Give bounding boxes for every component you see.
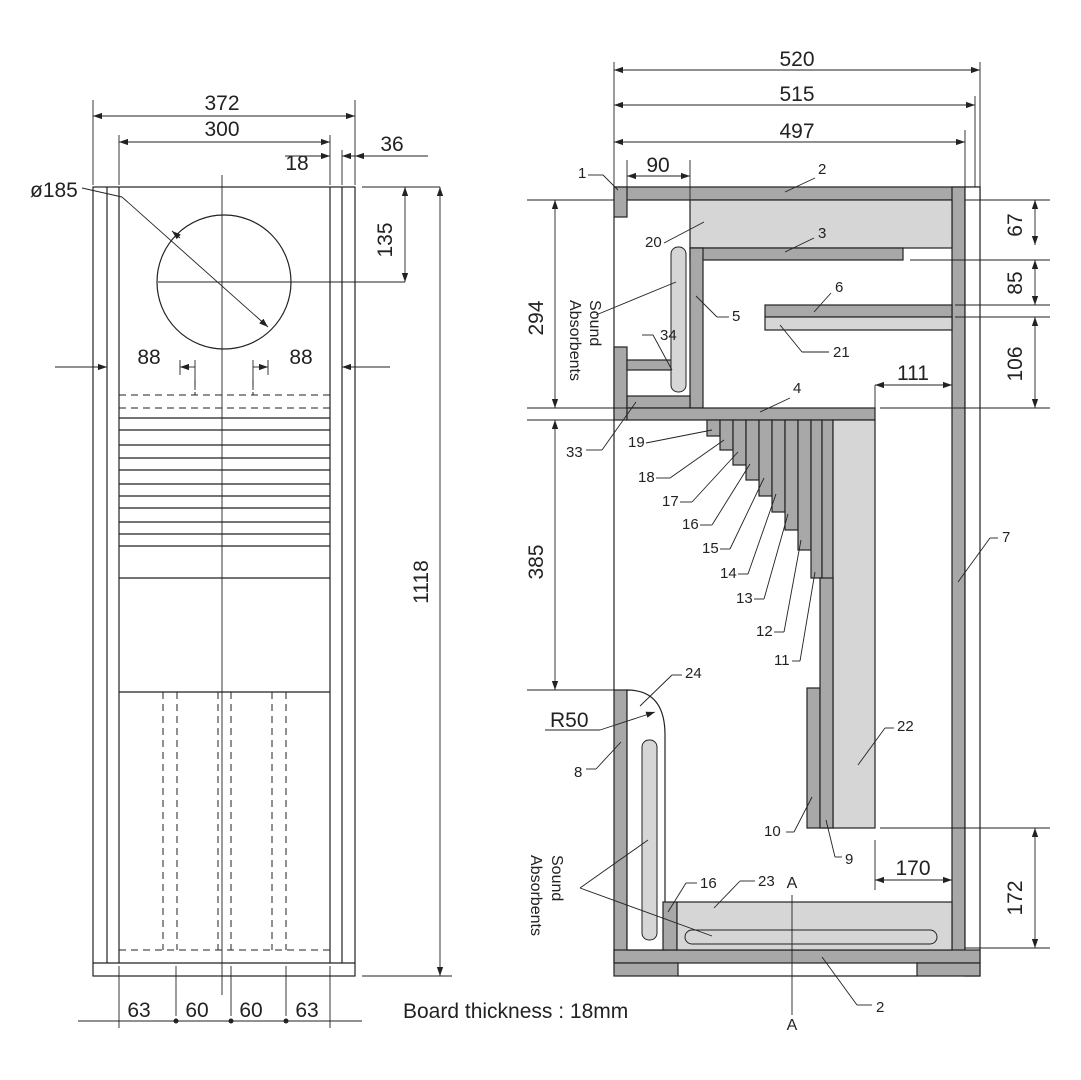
dim-radius: R50 (550, 709, 589, 732)
part-label-1: 1 (578, 165, 586, 182)
part-label-22: 22 (897, 718, 914, 735)
sound-absorbent-upper (670, 246, 687, 393)
front-outer-frame (92, 186, 356, 977)
dim-height-67: 67 (1004, 213, 1027, 236)
board-21 (764, 316, 953, 331)
dim-bottom-2: 60 (185, 999, 208, 1022)
part-label-11: 11 (774, 652, 790, 669)
dim-width-90: 90 (646, 154, 669, 177)
part-label-24: 24 (685, 665, 702, 682)
bottom-board-2 (613, 949, 981, 964)
block-20 (689, 199, 953, 249)
part-label-9: 9 (845, 851, 853, 868)
dim-front-height: 1118 (410, 560, 433, 604)
dim-bottom-3: 60 (239, 999, 262, 1022)
part-label-33: 33 (566, 444, 583, 461)
board-6 (764, 304, 953, 318)
block-22 (832, 419, 876, 829)
front-lower-dividers (119, 692, 330, 951)
dim-depth-520: 520 (779, 48, 814, 71)
dim-height-172: 172 (1004, 880, 1027, 915)
part-label-23: 23 (758, 873, 775, 890)
part-label-4: 4 (793, 380, 801, 397)
board-thickness-note: Board thickness : 18mm (403, 1000, 628, 1023)
dim-bottom-4: 63 (295, 999, 318, 1022)
front-view: 372 300 18 36 ø185 135 1118 88 88 (30, 92, 452, 1028)
part-label-18: 18 (638, 469, 655, 486)
part-label-15: 15 (702, 540, 719, 557)
board-34-left (626, 359, 674, 371)
part-label-5: 5 (732, 308, 740, 325)
dim-front-36: 36 (380, 133, 403, 156)
front-upper-board (613, 346, 628, 421)
dim-depth-515: 515 (779, 83, 814, 106)
dim-front-width-inner: 300 (204, 118, 239, 141)
part-label-16: 16 (682, 516, 699, 533)
part-label-10: 10 (764, 823, 781, 840)
dim-width-111: 111 (897, 362, 929, 385)
absorbent-note-upper-line2: Absorbents (566, 300, 583, 381)
board-5 (689, 247, 704, 409)
dim-height-85: 85 (1004, 271, 1027, 294)
absorbent-note-upper-line1: Sound (586, 300, 603, 346)
sound-absorbent-lower-front (641, 739, 658, 941)
board-4 (626, 407, 876, 421)
dim-bottom-1: 63 (127, 999, 150, 1022)
section-mark-a-top: A (787, 875, 798, 892)
part-label-21: 21 (833, 344, 850, 361)
board-33 (626, 395, 691, 409)
top-board-2 (613, 186, 981, 201)
section-mark-a-bottom: A (787, 1017, 798, 1034)
part-label-13: 13 (736, 590, 753, 607)
dim-driver-diameter: ø185 (30, 179, 78, 202)
part-label-17: 17 (662, 493, 679, 510)
part-label-20: 20 (645, 234, 662, 251)
absorbent-note-lower-line2: Absorbents (527, 855, 544, 936)
part-label-34: 34 (660, 327, 677, 344)
part-label-19: 19 (628, 434, 645, 451)
dim-port-right: 88 (289, 346, 312, 369)
sound-absorbent-lower-bottom (684, 929, 938, 945)
part-label-8: 8 (574, 764, 582, 781)
part-labels: 1 2 3 20 5 6 21 34 4 33 19 18 (566, 161, 1010, 1016)
front-horn-slats (119, 417, 330, 693)
part-label-3: 3 (818, 225, 826, 242)
front-board-lower-8 (613, 689, 628, 963)
board-9 (819, 577, 834, 829)
absorbent-note-lower-line1: Sound (548, 855, 565, 901)
dim-width-170: 170 (895, 857, 930, 880)
dim-driver-offset: 135 (374, 222, 397, 257)
bottom-foot-rear (916, 962, 981, 977)
dim-front-width-total: 372 (204, 92, 239, 115)
side-view: 520 515 497 90 294 385 67 85 106 111 (525, 48, 1050, 1034)
dim-height-106: 106 (1004, 346, 1027, 381)
front-board-1 (613, 186, 628, 218)
part-label-16-bottom: 16 (700, 875, 717, 892)
board-3 (689, 247, 904, 261)
board-10 (806, 687, 821, 829)
bottom-foot-front (613, 962, 679, 977)
dim-front-18: 18 (285, 152, 308, 175)
dim-port-left: 88 (137, 346, 160, 369)
part-label-12: 12 (756, 623, 773, 640)
part-label-2-top: 2 (818, 161, 826, 178)
dim-depth-497: 497 (779, 120, 814, 143)
dim-height-385: 385 (525, 544, 548, 579)
part-label-7: 7 (1002, 529, 1010, 546)
part-label-2-bottom: 2 (876, 999, 884, 1016)
part-label-14: 14 (720, 565, 737, 582)
dim-height-294: 294 (525, 300, 548, 335)
part-label-6: 6 (835, 279, 843, 296)
